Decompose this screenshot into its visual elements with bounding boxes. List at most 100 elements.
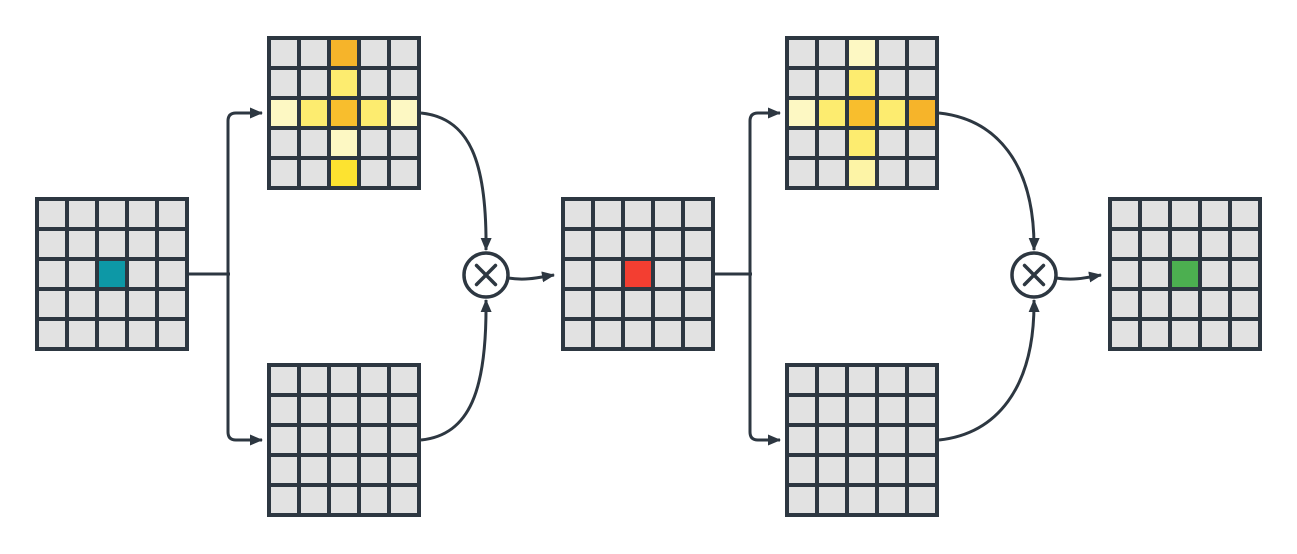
- multiply-operator-2-times-icon-stroke-2: [1022, 263, 1046, 287]
- input-map-grid: [35, 197, 189, 351]
- values-map-1-cell-r2c3: [361, 427, 387, 453]
- input-map-cell-r0c0: [39, 201, 65, 227]
- intermediate-map-cell-r4c0: [565, 321, 591, 347]
- intermediate-map-cell-r0c2: [625, 201, 651, 227]
- intermediate-map-cell-r1c3: [655, 231, 681, 257]
- values-map-1-grid: [267, 363, 421, 517]
- intermediate-map-cell-r2c0: [565, 261, 591, 287]
- weights-map-1-cell-r2c2: [331, 100, 357, 126]
- output-map-cell-r4c0: [1112, 321, 1138, 347]
- values-map-2-cell-r4c4: [909, 487, 935, 513]
- values-map-1-cell-r4c2: [331, 487, 357, 513]
- output-map-cell-r4c3: [1202, 321, 1228, 347]
- weights-map-1-cell-r3c2: [331, 130, 357, 156]
- weights-map-2-cell-r0c3: [879, 40, 905, 66]
- values-map-2-cell-r4c3: [879, 487, 905, 513]
- values-map-1-cell-r4c0: [271, 487, 297, 513]
- output-map-cell-r0c1: [1142, 201, 1168, 227]
- weights-map-2-cell-r2c1: [819, 100, 845, 126]
- values-map-1-cell-r3c4: [391, 457, 417, 483]
- values-map-2-cell-r3c0: [789, 457, 815, 483]
- input-map-cell-r1c4: [159, 231, 185, 257]
- values-map-2-cell-r0c0: [789, 367, 815, 393]
- values-map-2-cell-r2c0: [789, 427, 815, 453]
- output-map-cell-r2c2: [1172, 261, 1198, 287]
- weights-map-2-cell-r2c2: [849, 100, 875, 126]
- values-map-2-cell-r0c3: [879, 367, 905, 393]
- weights-map-1-cell-r4c3: [361, 160, 387, 186]
- weights-map-2-cell-r0c4: [909, 40, 935, 66]
- input-map-cell-r2c4: [159, 261, 185, 287]
- weights-map-2-cell-r3c4: [909, 130, 935, 156]
- values-map-1-cell-r4c4: [391, 487, 417, 513]
- values-map-2-cell-r4c1: [819, 487, 845, 513]
- values-map-2-cell-r3c2: [849, 457, 875, 483]
- multiply-2-to-output-arrow: [1055, 271, 1102, 283]
- values-map-1-cell-r0c3: [361, 367, 387, 393]
- intermediate-map-cell-r2c1: [595, 261, 621, 287]
- weights-map-2-cell-r0c1: [819, 40, 845, 66]
- output-map-cell-r1c1: [1142, 231, 1168, 257]
- intermediate-map-cell-r2c4: [685, 261, 711, 287]
- input-map-cell-r4c3: [129, 321, 155, 347]
- weights-map-1-cell-r2c3: [361, 100, 387, 126]
- intermediate-map-cell-r3c1: [595, 291, 621, 317]
- values-map-2-cell-r3c4: [909, 457, 935, 483]
- weights-map-1-cell-r3c0: [271, 130, 297, 156]
- weights-map-1-cell-r0c2: [331, 40, 357, 66]
- values-map-1-cell-r3c0: [271, 457, 297, 483]
- output-map-cell-r4c1: [1142, 321, 1168, 347]
- values-map-2-cell-r1c1: [819, 397, 845, 423]
- weights-map-2-cell-r2c0: [789, 100, 815, 126]
- intermediate-map-cell-r4c2: [625, 321, 651, 347]
- weights-map-1-cell-r0c3: [361, 40, 387, 66]
- values-1-to-multiply-1-arrow: [420, 299, 492, 442]
- values-map-1-cell-r3c2: [331, 457, 357, 483]
- output-map-cell-r0c2: [1172, 201, 1198, 227]
- input-map-cell-r0c1: [69, 201, 95, 227]
- branch-1-to-values-1-arrow: [226, 274, 263, 446]
- weights-2-to-multiply-2-arrow: [938, 111, 1040, 251]
- weights-map-1-cell-r1c4: [391, 70, 417, 96]
- output-map-cell-r3c1: [1142, 291, 1168, 317]
- values-map-2-cell-r2c3: [879, 427, 905, 453]
- values-map-2-grid: [785, 363, 939, 517]
- input-map-cell-r1c2: [99, 231, 125, 257]
- intermediate-map-cell-r1c4: [685, 231, 711, 257]
- input-map-cell-r2c3: [129, 261, 155, 287]
- output-map-cell-r2c1: [1142, 261, 1168, 287]
- values-map-1-cell-r1c4: [391, 397, 417, 423]
- weights-map-2-cell-r1c2: [849, 70, 875, 96]
- intermediate-map-cell-r1c1: [595, 231, 621, 257]
- input-map-cell-r3c4: [159, 291, 185, 317]
- values-map-1-cell-r3c1: [301, 457, 327, 483]
- output-map-cell-r3c2: [1172, 291, 1198, 317]
- values-map-2-cell-r4c2: [849, 487, 875, 513]
- intermediate-map-grid: [561, 197, 715, 351]
- input-map-cell-r0c3: [129, 201, 155, 227]
- weights-map-2-cell-r3c0: [789, 130, 815, 156]
- output-map-cell-r0c4: [1232, 201, 1258, 227]
- values-map-2-cell-r0c1: [819, 367, 845, 393]
- weights-map-1-cell-r1c2: [331, 70, 357, 96]
- weights-map-1-cell-r3c1: [301, 130, 327, 156]
- intermediate-map-cell-r2c3: [655, 261, 681, 287]
- weights-map-2-cell-r2c3: [879, 100, 905, 126]
- values-map-1-cell-r1c3: [361, 397, 387, 423]
- input-map-cell-r3c1: [69, 291, 95, 317]
- values-map-2-cell-r0c2: [849, 367, 875, 393]
- input-map-cell-r1c1: [69, 231, 95, 257]
- weights-map-1-cell-r0c4: [391, 40, 417, 66]
- weights-map-1-cell-r3c3: [361, 130, 387, 156]
- weights-map-2-cell-r3c2: [849, 130, 875, 156]
- values-map-2-cell-r1c4: [909, 397, 935, 423]
- multiply-1-to-intermediate-arrow: [507, 271, 555, 283]
- output-map-cell-r2c3: [1202, 261, 1228, 287]
- values-map-2-cell-r4c0: [789, 487, 815, 513]
- weights-map-2-cell-r4c1: [819, 160, 845, 186]
- values-map-2-cell-r2c4: [909, 427, 935, 453]
- weights-map-1-cell-r2c0: [271, 100, 297, 126]
- weights-map-1-cell-r4c1: [301, 160, 327, 186]
